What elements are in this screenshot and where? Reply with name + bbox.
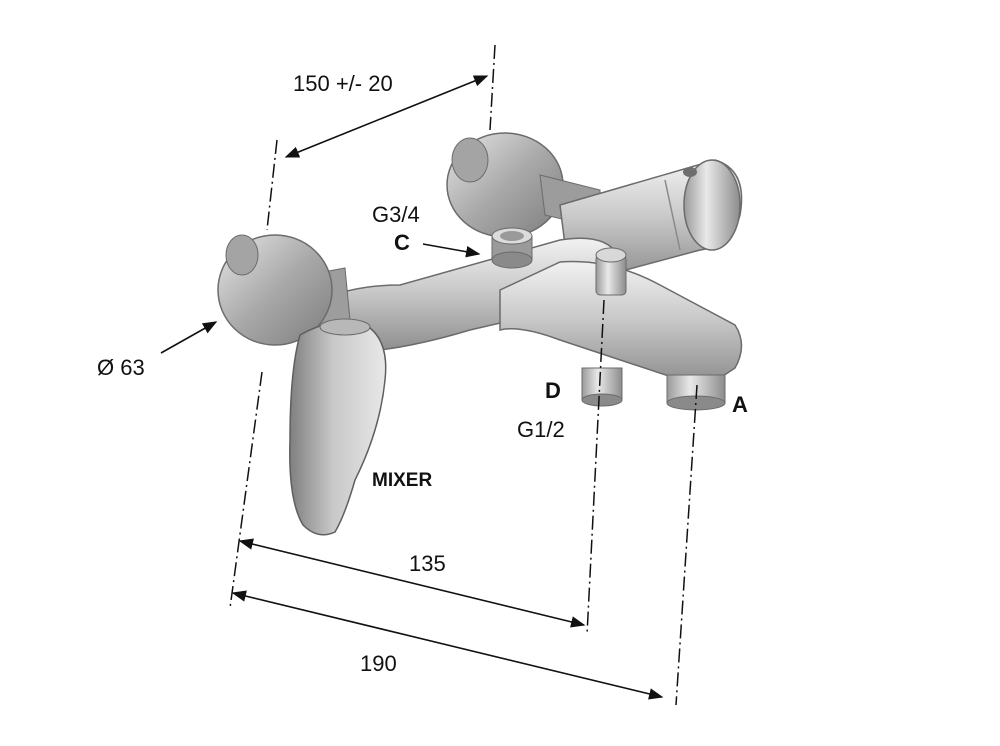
outlet-d-fitting	[581, 367, 623, 407]
outlet-d-label: D	[545, 378, 561, 403]
dim-190-label: 190	[360, 651, 397, 676]
thread-c-label: G3/4	[372, 202, 420, 227]
centerline-rear	[489, 44, 496, 131]
main-body	[319, 237, 621, 356]
centerline-handle	[229, 371, 263, 609]
dim-190-line	[231, 590, 664, 700]
dim-diameter-arrow	[160, 321, 218, 354]
centerline-d	[586, 299, 605, 636]
outlet-c-arrow	[422, 243, 481, 258]
diverter-knob	[595, 247, 627, 296]
centerlines	[229, 44, 698, 706]
mixer-label: MIXER	[372, 470, 432, 491]
thread-d-label: G1/2	[517, 417, 565, 442]
dim-150-line	[284, 75, 489, 158]
centerline-front	[266, 139, 278, 231]
outlet-c-label: C	[394, 230, 410, 255]
dim-135-label: 135	[409, 551, 446, 576]
outlet-a-label: A	[732, 392, 748, 417]
faucet-body	[217, 132, 743, 536]
diameter-label: Ø 63	[97, 355, 145, 380]
centerline-a	[675, 384, 698, 706]
outlet-c-fitting	[491, 227, 533, 269]
dim-150-label: 150 +/- 20	[293, 71, 393, 96]
mixer-handle	[289, 318, 387, 536]
front-flange	[217, 234, 351, 346]
dimension-lines	[160, 75, 664, 700]
labels: 150 +/- 20 G3/4 C Ø 63 D G1/2 A MIXER 13…	[97, 71, 748, 676]
